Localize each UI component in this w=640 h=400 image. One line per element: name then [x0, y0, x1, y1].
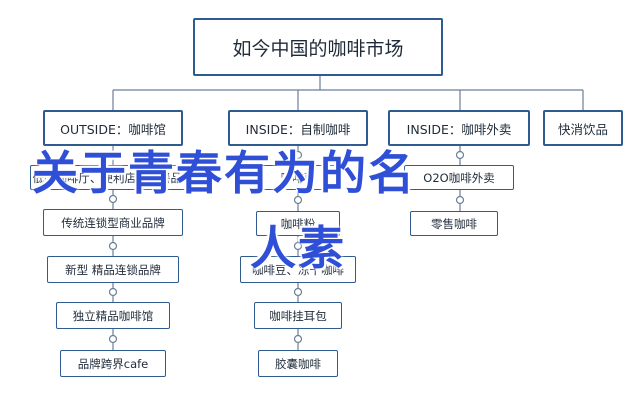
- item-label: 胶囊咖啡: [275, 356, 321, 371]
- item-label: 咖啡挂耳包: [269, 308, 327, 323]
- connector-dot: [455, 150, 465, 160]
- connector-dot: [108, 241, 118, 251]
- inside-self-item: 咖啡挂耳包: [254, 302, 342, 329]
- connector-dot: [293, 241, 303, 251]
- connector-dot: [455, 195, 465, 205]
- root-node: 如今中国的咖啡市场: [193, 18, 443, 76]
- item-label: 品牌跨界cafe: [77, 356, 149, 371]
- item-label: 传统连锁型商业品牌: [61, 215, 165, 230]
- connector-dot: [108, 287, 118, 297]
- takeout-item: O2O咖啡外卖: [404, 165, 514, 190]
- outside-item: 低端咖啡厅、便利店、快餐品牌: [30, 165, 196, 190]
- takeout-item: 零售咖啡: [410, 211, 498, 236]
- item-label: O2O咖啡外卖: [423, 170, 495, 185]
- item-label: 咖啡豆: [280, 170, 316, 185]
- item-label: 独立精品咖啡馆: [72, 308, 154, 323]
- category-label: INSIDE：咖啡外卖: [406, 121, 512, 137]
- category-inside-self-made: INSIDE：自制咖啡: [228, 110, 368, 146]
- category-label: 快消饮品: [557, 121, 608, 137]
- connector-dot: [293, 287, 303, 297]
- connector-dot: [293, 150, 303, 160]
- category-inside-takeout: INSIDE：咖啡外卖: [388, 110, 530, 146]
- connector-dot: [108, 150, 118, 160]
- connector-dot: [108, 334, 118, 344]
- item-label: 低端咖啡厅、便利店、快餐品牌: [32, 170, 194, 185]
- item-label: 咖啡粉: [280, 216, 316, 231]
- category-fast-consumer-drinks: 快消饮品: [543, 110, 623, 146]
- item-label: 新型 精品连锁品牌: [65, 262, 161, 277]
- connector-dot: [108, 194, 118, 204]
- outside-item: 传统连锁型商业品牌: [43, 209, 183, 236]
- outside-item: 品牌跨界cafe: [60, 350, 166, 377]
- inside-self-item: 咖啡豆、冻干咖啡: [240, 256, 356, 283]
- category-label: OUTSIDE：咖啡馆: [60, 121, 166, 137]
- inside-self-item: 咖啡豆: [256, 165, 340, 190]
- inside-self-item: 咖啡粉: [256, 211, 340, 236]
- connector-dot: [293, 334, 303, 344]
- category-outside-cafe: OUTSIDE：咖啡馆: [43, 110, 183, 146]
- outside-item: 独立精品咖啡馆: [56, 302, 170, 329]
- outside-item: 新型 精品连锁品牌: [47, 256, 179, 283]
- connector-dot: [293, 195, 303, 205]
- overlay-headline: 关于青春有为的名: [32, 146, 416, 200]
- category-label: INSIDE：自制咖啡: [245, 121, 351, 137]
- inside-self-item: 胶囊咖啡: [258, 350, 338, 377]
- overlay-headline-continued: 人素: [250, 221, 346, 275]
- item-label: 零售咖啡: [431, 216, 477, 231]
- root-label: 如今中国的咖啡市场: [232, 37, 404, 60]
- item-label: 咖啡豆、冻干咖啡: [252, 262, 344, 277]
